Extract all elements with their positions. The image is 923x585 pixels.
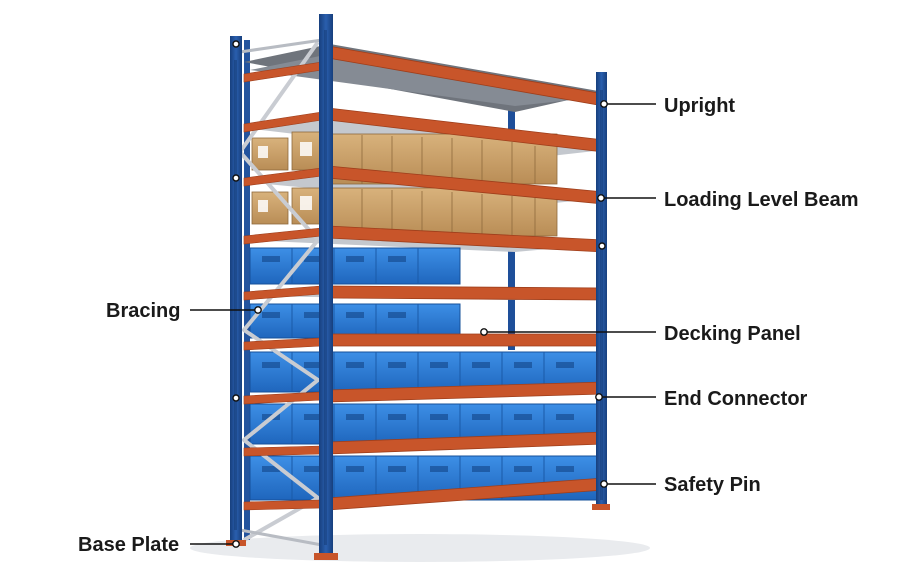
side-rails	[239, 38, 323, 547]
callout-leaders	[190, 100, 656, 548]
storage-bins	[249, 247, 601, 501]
label-base-plate: Base Plate	[78, 534, 179, 556]
floor-shadow	[190, 534, 650, 562]
label-decking-panel: Decking Panel	[664, 323, 801, 345]
label-loading-level-beam: Loading Level Beam	[664, 189, 859, 211]
label-bracing: Bracing	[106, 300, 180, 322]
connector-points	[232, 40, 606, 402]
front-uprights	[230, 14, 607, 558]
label-upright: Upright	[664, 95, 735, 117]
label-end-connector: End Connector	[664, 388, 808, 410]
label-safety-pin: Safety Pin	[664, 474, 761, 496]
side-bracing	[238, 40, 320, 542]
